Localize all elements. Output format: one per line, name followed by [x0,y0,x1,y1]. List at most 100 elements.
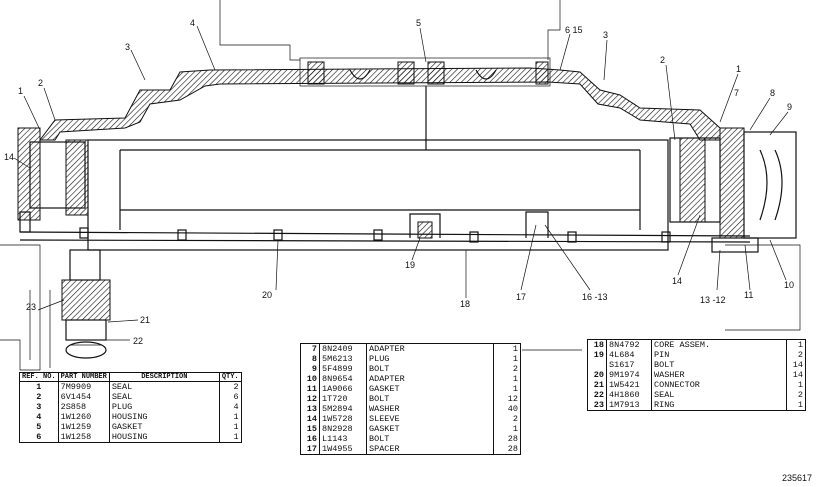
qty: 1 [786,339,806,350]
top-bosses [307,61,549,85]
description: SEAL [651,390,787,400]
description: HOUSING [109,412,220,422]
part-number: L1143 [319,434,367,444]
callout-labels: 1 2 3 4 5 6 15 3 2 1 7 8 9 14 14 20 19 1… [4,18,794,346]
engine-outline [0,0,801,371]
callout-10: 10 [784,280,794,290]
callout-14a: 14 [4,152,14,162]
description: RING [651,400,787,411]
description: PLUG [109,402,220,412]
description: BOLT [366,434,494,444]
qty: 1 [493,424,521,434]
ref-no [587,360,607,370]
description: SLEEVE [366,414,494,424]
callout-13-12: 13 -12 [700,295,726,305]
ref-no: 11 [300,384,320,394]
part-number: 1W5728 [319,414,367,424]
part-number: 7M9909 [58,381,110,392]
part-number: 2S858 [58,402,110,412]
part-number: 4H1860 [606,390,652,400]
description: GASKET [109,422,220,432]
part-number: 9M1974 [606,370,652,380]
description: PLUG [366,354,494,364]
description: GASKET [366,384,494,394]
description: BOLT [651,360,787,370]
part-number: 8N2928 [319,424,367,434]
qty: 1 [786,380,806,390]
ref-no: 5 [19,422,59,432]
ref-no: 14 [300,414,320,424]
qty: 14 [786,370,806,380]
part-number: 1W1260 [58,412,110,422]
part-number: 1W1259 [58,422,110,432]
part-number: 1W1258 [58,432,110,443]
drawing-number: 235617 [781,473,812,483]
ref-no: 16 [300,434,320,444]
callout-1: 1 [18,86,23,96]
qty: 6 [219,392,242,402]
ref-no: 9 [300,364,320,374]
part-number: 6V1454 [58,392,110,402]
description: WASHER [651,370,787,380]
description: HOUSING [109,432,220,443]
qty: 1 [786,400,806,411]
qty: 1 [493,384,521,394]
qty: 2 [219,381,242,392]
header-part: PART NUMBER [57,372,110,382]
ref-no: 12 [300,394,320,404]
ref-no: 8 [300,354,320,364]
callout-5: 5 [416,18,421,28]
callout-21: 21 [140,315,150,325]
qty: 1 [219,412,242,422]
callout-17: 17 [516,292,526,302]
qty: 1 [493,343,521,354]
ref-no: 2 [19,392,59,402]
part-number: 4L684 [606,350,652,360]
callout-3: 3 [125,42,130,52]
ref-no: 22 [587,390,607,400]
part-number: 5M2894 [319,404,367,414]
part-number: 1W4955 [319,444,367,455]
description: CORE ASSEM. [651,339,787,350]
description: ADAPTER [366,374,494,384]
ref-no: 21 [587,380,607,390]
qty: 12 [493,394,521,404]
ref-no: 1 [19,381,59,392]
description: BOLT [366,394,494,404]
description: BOLT [366,364,494,374]
qty: 1 [493,374,521,384]
header-ref: REF. NO. [19,372,59,382]
pin-bracket-19 [409,213,441,238]
ref-no: 19 [587,350,607,360]
upper-housing [39,57,721,150]
description: SEAL [109,392,220,402]
table-header-row: REF. NO. PART NUMBER DESCRIPTION QTY. [19,372,242,382]
header-qty: QTY. [218,372,242,382]
callout-16-13: 16 -13 [582,292,608,302]
callout-4: 4 [190,18,195,28]
part-number: 1A9066 [319,384,367,394]
qty: 2 [493,414,521,424]
callout-8: 8 [770,88,775,98]
callout-22: 22 [133,336,143,346]
ref-no: 6 [19,432,59,443]
description: SPACER [366,444,494,455]
callout-7: 7 [734,88,739,98]
description: ADAPTER [366,343,494,354]
callout-1b: 1 [736,64,741,74]
part-number: 1M7913 [606,400,652,411]
part-number: 1T720 [319,394,367,404]
core-assembly [19,139,751,251]
